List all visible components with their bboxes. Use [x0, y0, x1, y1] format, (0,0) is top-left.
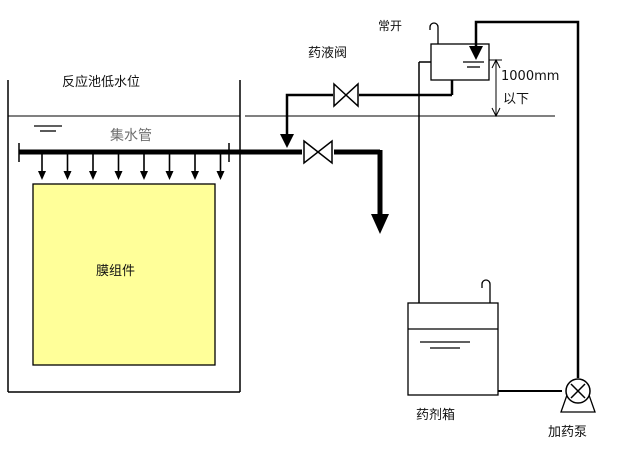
dosing-valve-label: 药液阀 [308, 46, 347, 61]
drop-arrow-head [114, 171, 123, 180]
height-below-label: 以下 [503, 92, 529, 107]
dosing-valve [333, 82, 359, 108]
drop-arrow-head [165, 171, 174, 180]
membrane-module-label: 膜组件 [96, 264, 135, 279]
dosing-pipe [280, 73, 454, 148]
head-tank-vent [429, 22, 439, 44]
drop-arrow-head [38, 171, 46, 180]
normally-open-label: 常开 [378, 19, 402, 33]
overflow-line [414, 61, 431, 326]
dosing-pump-icon [560, 378, 596, 413]
membrane-module [32, 183, 216, 366]
drop-arrow-head [89, 171, 97, 180]
drop-arrow-head [216, 171, 225, 180]
outlet-arrow [371, 214, 389, 234]
height-dimension [489, 58, 502, 118]
return-line [469, 20, 580, 378]
collector-pipe-label: 集水管 [110, 127, 152, 144]
collector-pipe [18, 143, 383, 218]
drop-arrow-head [140, 171, 148, 180]
reactor-tank [7, 80, 241, 393]
height-value-label: 1000mm [501, 69, 559, 84]
chemical-tank-label: 药剂箱 [416, 407, 455, 423]
chemical-tank [407, 302, 499, 396]
collector-drop-arrows [38, 154, 225, 180]
dosing-pump-label: 加药泵 [548, 425, 587, 440]
drop-arrow-head [191, 171, 199, 180]
chemical-tank-vent [481, 279, 491, 303]
drop-arrow-head [63, 171, 72, 180]
main-line-valve [303, 139, 333, 165]
water-level-symbol [34, 125, 62, 132]
reactor-low-level-label: 反应池低水位 [62, 74, 140, 90]
